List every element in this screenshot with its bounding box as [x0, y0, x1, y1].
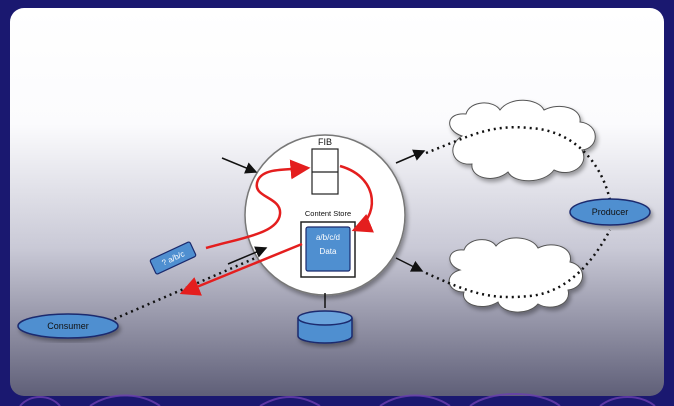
slide-canvas: FIB Content Store a/b/c/d Data ? a/b/c C…: [10, 8, 664, 396]
outgoing-arrow-upper: [395, 149, 426, 164]
producer-node: [569, 198, 651, 226]
footer-decoration: [19, 393, 656, 406]
fib-label: FIB: [318, 137, 332, 147]
fib-to-store-arrow: [339, 164, 375, 233]
incoming-arrow-left: [227, 246, 268, 265]
path-consumer-to-router: [97, 254, 261, 328]
producer-label: Producer: [592, 207, 629, 217]
interest-packet: ? a/b/c: [149, 241, 197, 275]
interest-path-arrow: [205, 159, 311, 250]
ndn-forwarding-diagram: FIB Content Store a/b/c/d Data ? a/b/c C…: [17, 99, 651, 344]
storage-cylinder-icon: [297, 310, 353, 344]
content-store-label: Content Store: [305, 209, 351, 218]
lower-network-cloud: [448, 237, 583, 313]
upper-network-cloud: [449, 99, 596, 182]
outgoing-arrow-lower: [395, 257, 424, 272]
path-lower-route: [425, 229, 612, 299]
content-store-entry: [305, 226, 351, 272]
cs-entry-data: Data: [320, 247, 337, 256]
consumer-label: Consumer: [47, 321, 89, 331]
incoming-arrow-top: [221, 157, 258, 174]
data-return-arrow: [179, 242, 303, 296]
path-upper-route: [425, 126, 612, 201]
consumer-node: [17, 313, 119, 339]
cs-entry-name: a/b/c/d: [316, 233, 340, 242]
